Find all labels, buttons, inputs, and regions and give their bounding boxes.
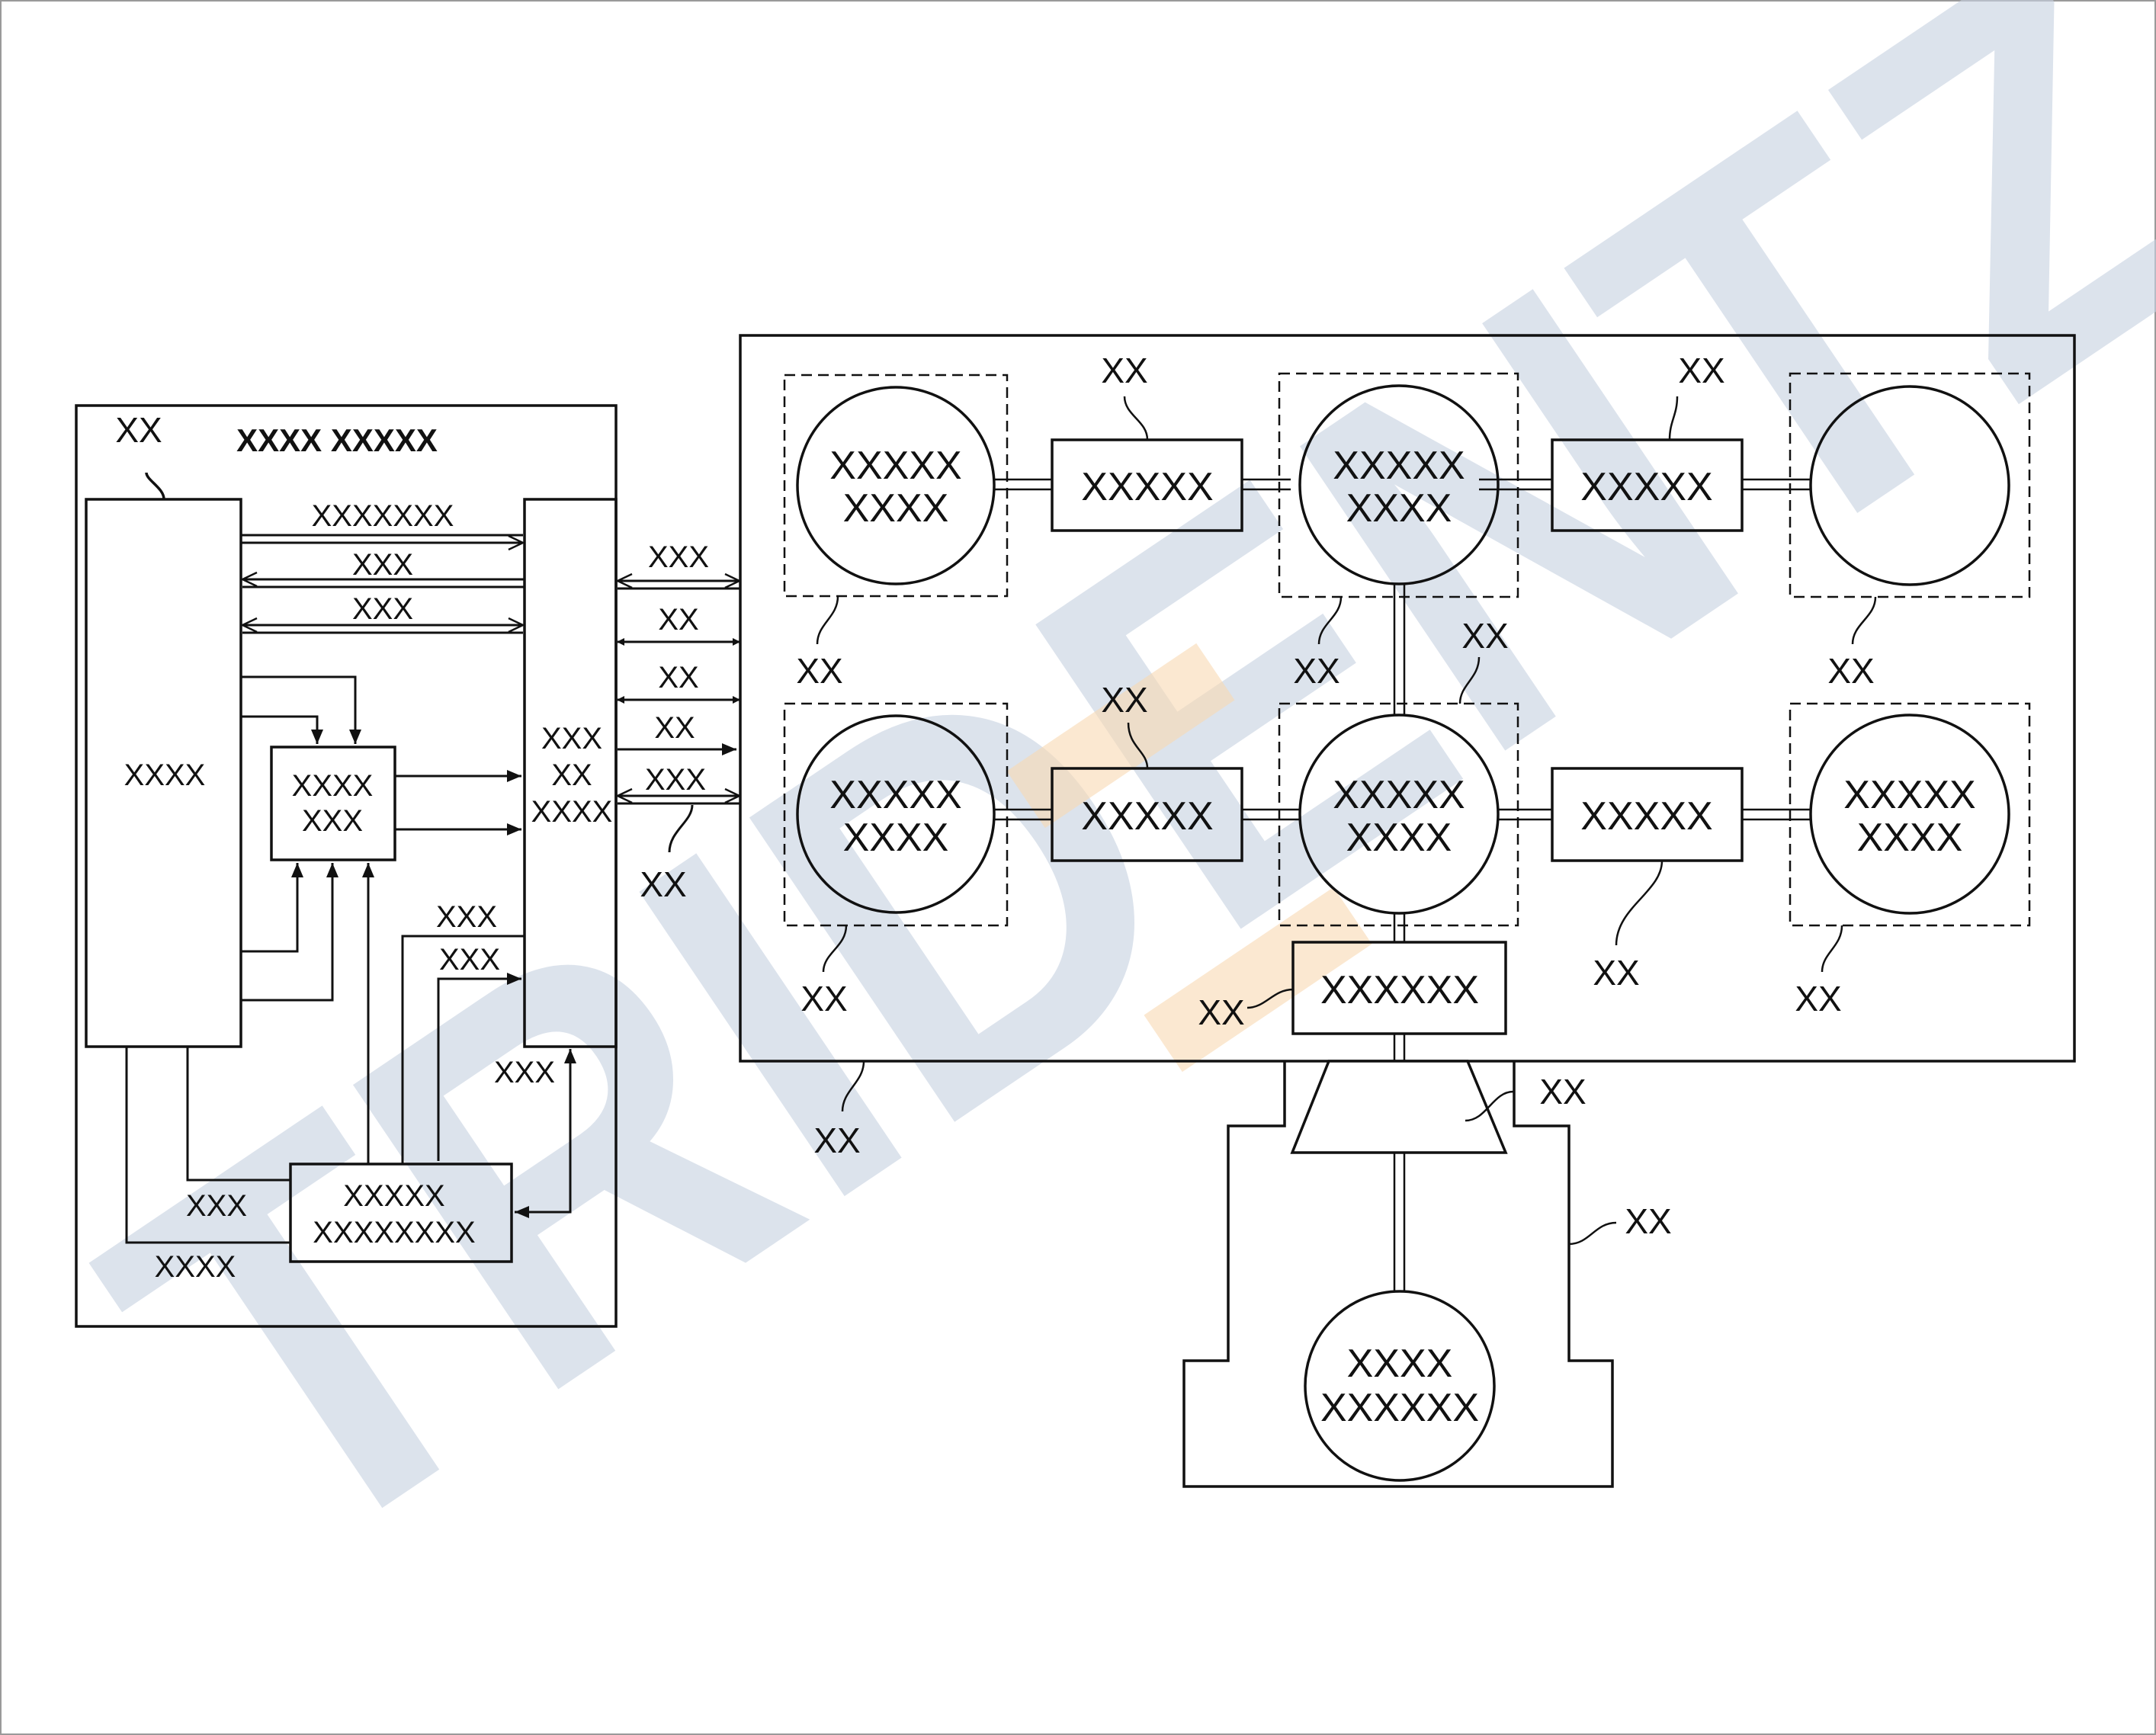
ref-box-5: XX: [1198, 993, 1244, 1032]
trapezoid-ref: XX: [1539, 1072, 1586, 1111]
link-l4: XX: [654, 711, 695, 745]
group-1: [783, 374, 1009, 598]
box-2: [1551, 438, 1744, 532]
node-circle-6: [1809, 714, 2010, 915]
signal-s5: XXX: [439, 943, 500, 977]
trap-leader: [1465, 1090, 1514, 1122]
ref-group-1: XX: [796, 651, 842, 691]
signal-s3: XXX: [352, 592, 413, 626]
left-unit: [75, 404, 618, 1328]
interface-block-line-1: XXX: [541, 722, 602, 755]
signal-s7: XXX: [186, 1189, 247, 1223]
node-circle-5: [1298, 714, 1500, 915]
main-to-interface-buses: [241, 534, 525, 634]
circle-5-line-1: XXXXX: [1333, 773, 1465, 817]
base-circle: [1304, 1290, 1496, 1482]
signal-s4: XXX: [436, 900, 497, 934]
inner-block: [270, 746, 396, 861]
node-circle-3: [1809, 385, 2010, 586]
dashed-groups: [783, 372, 2031, 927]
group-2: [1278, 372, 1519, 598]
circle-6-line-2: XXXX: [1857, 816, 1963, 860]
group-5: [1278, 702, 1519, 927]
group-6: [1789, 702, 2031, 927]
bottom-block-line-1: XXXXX: [343, 1179, 444, 1213]
link-l1: XXX: [648, 540, 709, 574]
base-outline: [1182, 1061, 1614, 1488]
main-to-inner-lines: [125, 675, 576, 1244]
base-unit: [1182, 1060, 1617, 1488]
ref-box-2: XX: [1678, 351, 1724, 390]
main-block-label: XXXX: [124, 758, 206, 792]
signal-s2: XXX: [352, 548, 413, 582]
main-block-leader: [145, 472, 165, 500]
interface-block-line-3: XXXX: [531, 795, 613, 829]
circle-2-line-1: XXXXX: [1333, 444, 1465, 488]
node-circle-4: [796, 714, 996, 914]
ref-box-3: XX: [1101, 680, 1147, 720]
interface-block: [523, 498, 618, 1048]
ref-group-5: XX: [1461, 616, 1508, 656]
link-l5: XXX: [645, 763, 706, 797]
ref-group-3: XX: [1827, 651, 1874, 691]
box-4: [1551, 767, 1744, 862]
circle-1-line-1: XXXXX: [829, 444, 961, 488]
node-circle-1: [796, 386, 996, 585]
bottom-block: [289, 1163, 513, 1263]
signal-s8: XXXX: [155, 1250, 236, 1284]
box-3-label: XXXXX: [1081, 794, 1213, 839]
interface-block-line-2: XX: [551, 758, 592, 792]
box-4-label: XXXXX: [1580, 794, 1712, 839]
link-ref: XX: [640, 864, 686, 904]
box-5: [1291, 941, 1507, 1035]
box-5-label: XXXXXX: [1320, 968, 1479, 1012]
signal-s6: XXX: [494, 1056, 555, 1089]
group-3: [1789, 372, 2031, 598]
watermark-accent-bar-2: [1144, 887, 1372, 1073]
circle-4-line-1: XXXXX: [829, 773, 961, 817]
left-unit-ref: XX: [115, 410, 162, 450]
circle-1-line-2: XXXX: [843, 486, 949, 531]
circle-4-line-2: XXXX: [843, 816, 949, 860]
double-connectors: [994, 478, 1811, 1061]
base-leader: [1568, 1221, 1617, 1246]
ref-box-4: XX: [1593, 953, 1639, 993]
link-l3: XX: [658, 661, 698, 694]
ref-box-1: XX: [1101, 351, 1147, 390]
box-1-label: XXXXX: [1081, 465, 1213, 509]
inner-block-line-2: XXX: [302, 804, 363, 838]
signal-s1: XXXXXXX: [312, 499, 454, 533]
box-2-label: XXXXX: [1580, 465, 1712, 509]
base-circle-line-2: XXXXXX: [1320, 1386, 1479, 1430]
base-shaft: [1393, 1153, 1406, 1292]
ref-group-4: XX: [800, 979, 847, 1018]
group-4: [783, 702, 1009, 927]
ref-group-6: XX: [1795, 979, 1841, 1018]
base-circle-line-1: XXXX: [1347, 1342, 1453, 1386]
right-unit-ref: XX: [813, 1121, 860, 1160]
circle-6-line-1: XXXXX: [1843, 773, 1975, 817]
node-circle-2: [1298, 384, 1500, 585]
trapezoid: [1290, 1060, 1508, 1154]
link-leader: [668, 804, 694, 853]
inter-unit-links: [618, 581, 740, 853]
watermark-accent-bar-1: [1006, 643, 1235, 829]
ref-group-2: XX: [1293, 651, 1339, 691]
bottom-block-line-2: XXXXXXXX: [313, 1216, 475, 1249]
base-ref: XX: [1625, 1201, 1671, 1241]
circle-5-line-2: XXXX: [1346, 816, 1452, 860]
right-unit-leaders: [816, 396, 1877, 1112]
link-l2: XX: [658, 603, 698, 637]
left-unit-title: XXXX XXXXX: [236, 422, 438, 458]
inner-block-line-1: XXXX: [292, 769, 374, 803]
circle-2-line-2: XXXX: [1346, 486, 1452, 531]
right-unit: [739, 334, 2076, 1112]
